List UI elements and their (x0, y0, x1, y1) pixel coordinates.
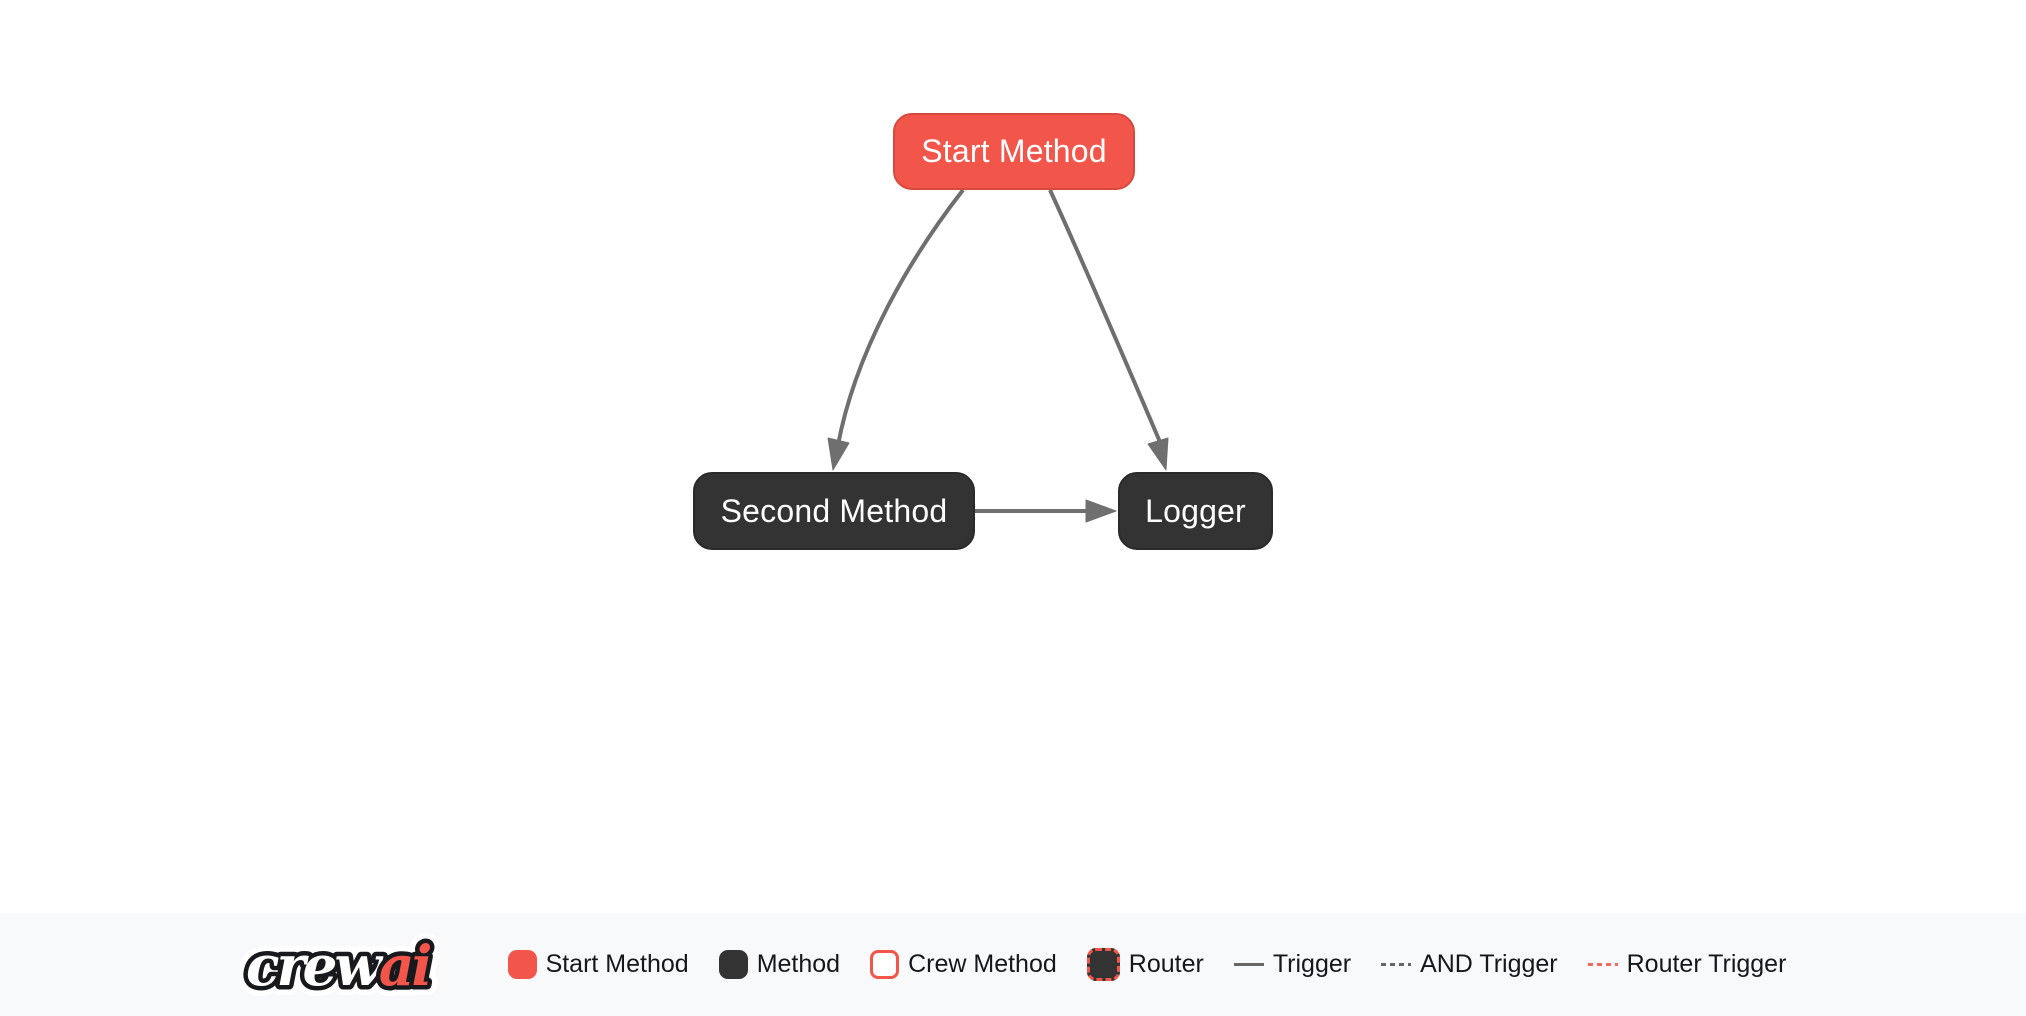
flow-canvas[interactable]: Start Method Second Method Logger (0, 0, 2026, 913)
legend-item-trigger: Trigger (1233, 950, 1352, 979)
crewai-logo: crewai crewai (240, 925, 443, 1005)
arrowhead-icon (827, 437, 850, 471)
legend-item-router-trigger: Router Trigger (1587, 950, 1787, 979)
and-trigger-line-icon (1381, 963, 1412, 966)
legend-item-crew-method: Crew Method (870, 950, 1057, 979)
legend-item-label: Trigger (1272, 950, 1352, 978)
crew-method-node-swatch-icon (870, 950, 900, 979)
edge-start-to-logger (1048, 189, 1169, 471)
trigger-line-icon (1233, 963, 1264, 966)
legend-item-label: Router (1128, 950, 1204, 978)
router-trigger-line-icon (1587, 963, 1618, 966)
flow-node-second-method[interactable]: Second Method (693, 472, 975, 550)
legend-item-start-method: Start Method (507, 950, 689, 979)
svg-text:crewai: crewai (246, 933, 430, 998)
legend-item-label: Crew Method (908, 950, 1057, 978)
flow-node-logger[interactable]: Logger (1118, 472, 1273, 550)
legend-item-and-trigger: AND Trigger (1381, 950, 1558, 979)
method-node-swatch-icon (718, 950, 748, 979)
logo-text-ai: ai (378, 933, 430, 998)
edge-second-method-to-logger (975, 499, 1117, 523)
start-method-node-swatch-icon (507, 950, 537, 979)
legend-item-label: Start Method (545, 950, 689, 978)
edge-start-to-second-method (827, 188, 965, 471)
legend-item-label: Router Trigger (1626, 950, 1787, 978)
flow-edges-layer (827, 188, 1169, 523)
legend-item-router: Router (1086, 948, 1204, 981)
legend-item-label: AND Trigger (1420, 950, 1558, 978)
legend-item-label: Method (756, 950, 841, 978)
logo-text-crew: crew (246, 933, 383, 998)
arrowhead-icon (1147, 437, 1169, 471)
arrowhead-icon (1085, 499, 1117, 523)
svg-text:crewai: crewai (246, 933, 430, 998)
flow-node-start-method[interactable]: Start Method (893, 113, 1135, 190)
legend-item-method: Method (718, 950, 841, 979)
legend-bar: crewai crewai Start Method Method Crew M… (0, 913, 2026, 1016)
router-node-swatch-icon (1086, 948, 1120, 981)
logo-text-crew: crew (246, 933, 383, 998)
